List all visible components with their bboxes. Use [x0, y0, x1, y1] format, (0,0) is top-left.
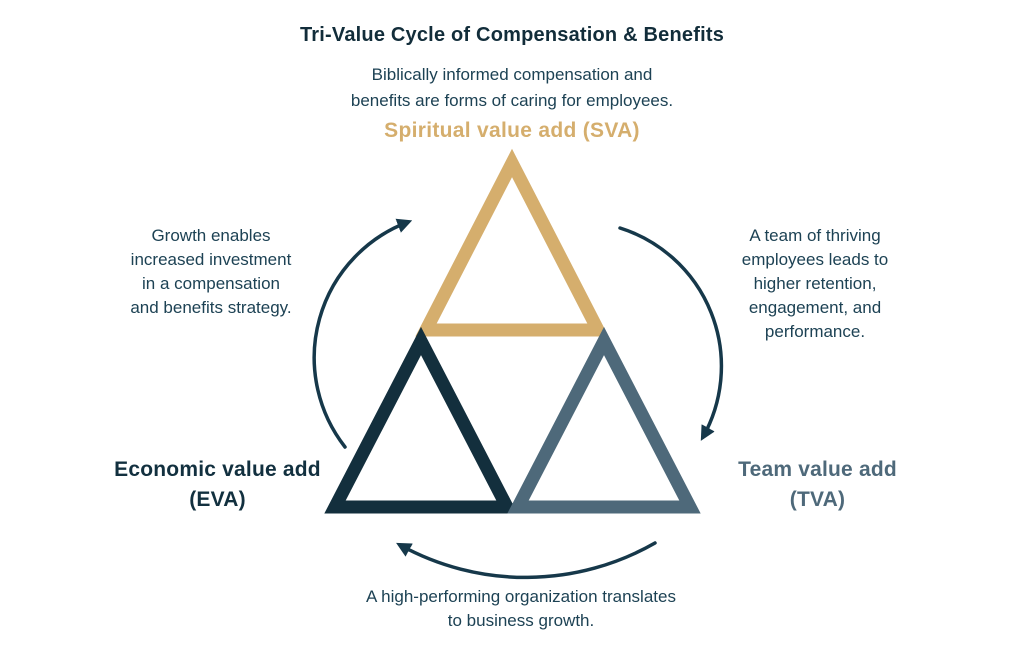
left-annotation-line: and benefits strategy. [130, 298, 292, 317]
right-annotation-line: performance. [764, 322, 866, 341]
left-annotation-line: Growth enables [151, 226, 271, 245]
tva-label-line: Team value add [738, 458, 897, 481]
eva-label-line: (EVA) [189, 488, 246, 511]
left-annotation: Growth enables increased investment in a… [91, 224, 331, 320]
sva-node-label: Spiritual value add (SVA) [384, 119, 640, 142]
bottom-annotation-line: to business growth. [447, 611, 595, 630]
tva-node-label: Team value add (TVA) [700, 455, 935, 515]
tva-triangle [507, 326, 701, 514]
right-annotation-line: A team of thriving [749, 226, 881, 245]
eva-label-line: Economic value add [114, 458, 321, 481]
page-title: Tri-Value Cycle of Compensation & Benefi… [299, 24, 725, 46]
cycle-arrow-right [618, 226, 724, 441]
cycle-arrow-left [312, 218, 413, 449]
bottom-annotation-line: A high-performing organization translate… [366, 587, 676, 606]
right-annotation-line: higher retention, [753, 274, 877, 293]
subtitle-line: benefits are forms of caring for employe… [350, 91, 674, 110]
bottom-annotation: A high-performing organization translate… [289, 585, 753, 633]
eva-node-label: Economic value add (EVA) [85, 455, 350, 515]
left-annotation-line: increased investment [130, 250, 292, 269]
right-annotation-line: employees leads to [741, 250, 889, 269]
subtitle-line: Biblically informed compensation and [371, 65, 653, 84]
eva-triangle [324, 326, 518, 514]
right-annotation: A team of thriving employees leads to hi… [710, 224, 920, 344]
cycle-arrow-bottom [396, 541, 657, 580]
left-annotation-line: in a compensation [142, 274, 280, 293]
page-subtitle: Biblically informed compensation and ben… [0, 62, 1024, 114]
tva-label-line: (TVA) [789, 488, 846, 511]
sva-triangle [415, 148, 609, 337]
right-annotation-line: engagement, and [748, 298, 882, 317]
